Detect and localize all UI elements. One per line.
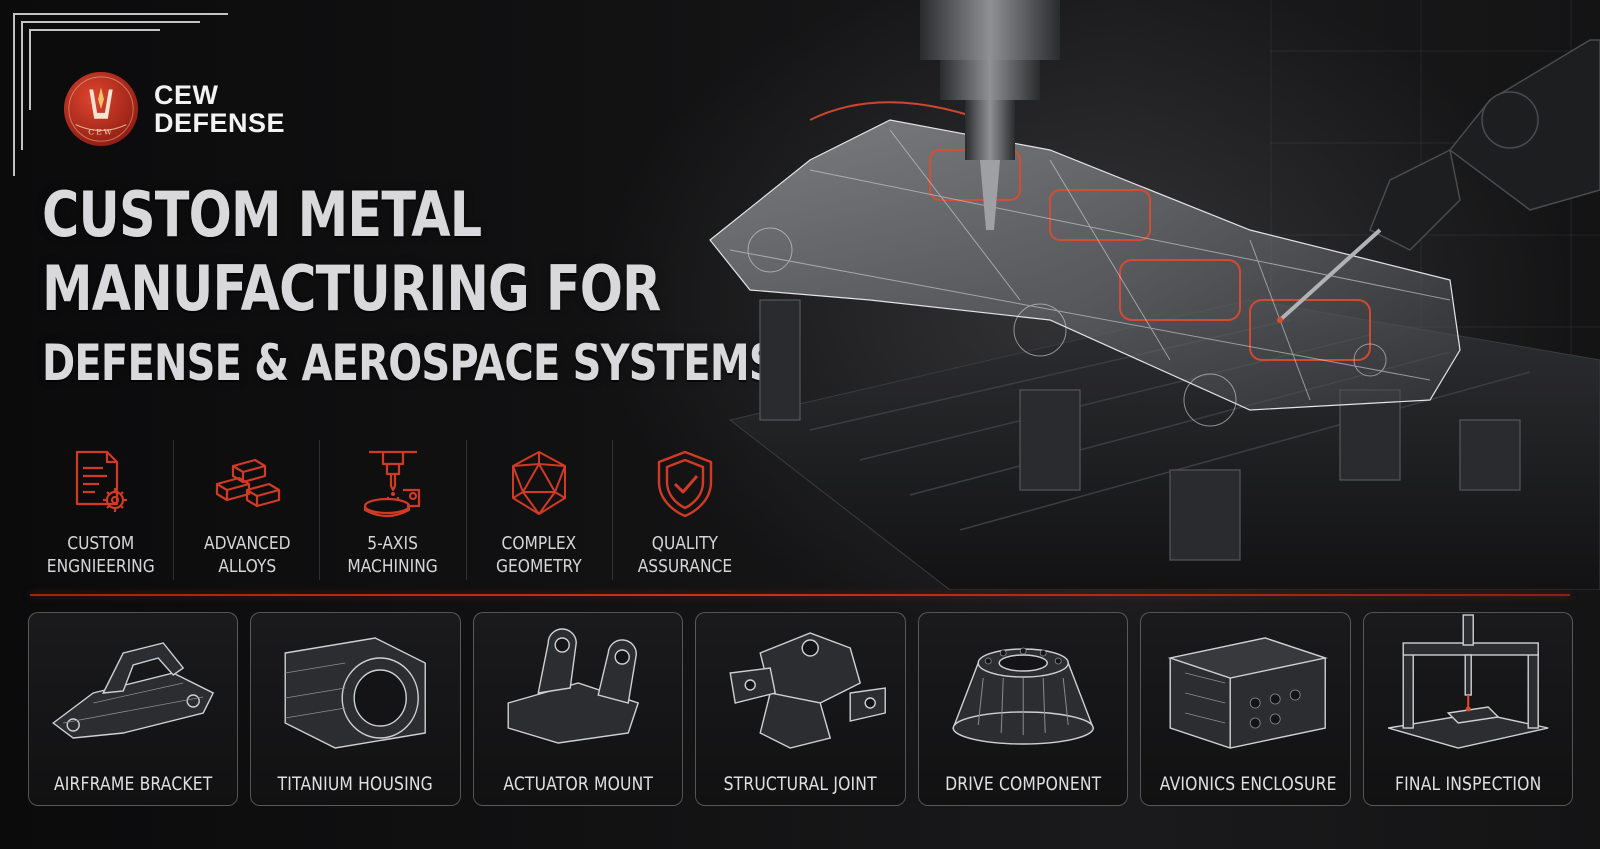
brand-logo[interactable]: CEW CEW DEFENSE — [62, 70, 285, 148]
product-label: FINAL INSPECTION — [1394, 773, 1541, 795]
section-divider — [30, 594, 1570, 596]
logo-lettering: CEW — [88, 127, 114, 136]
feature-advanced-alloys[interactable]: ADVANCED ALLOYS — [174, 440, 321, 580]
product-card-drive-component[interactable]: DRIVE COMPONENT — [917, 612, 1129, 806]
feature-label: QUALITY ASSURANCE — [638, 533, 733, 577]
product-card-structural-joint[interactable]: STRUCTURAL JOINT — [695, 612, 906, 806]
shield-check-icon — [658, 450, 713, 518]
milling-spindle-icon — [363, 450, 421, 518]
product-label: STRUCTURAL JOINT — [723, 773, 878, 795]
capabilities-row: CUSTOM ENGNIEERING ADVANCED ALLOYS — [28, 440, 758, 580]
feature-quality-assurance[interactable]: QUALITY ASSURANCE — [613, 440, 758, 580]
product-card-titanium-housing[interactable]: TITANIUM HOUSING — [250, 612, 461, 806]
product-label: ACTUATOR MOUNT — [503, 773, 653, 795]
product-card-final-inspection[interactable]: FINAL INSPECTION — [1362, 612, 1573, 806]
product-label: TITANIUM HOUSING — [277, 773, 434, 795]
product-gallery: AIRFRAME BRACKET TITANIUM HOUSING — [28, 612, 1573, 806]
drive-component-icon — [951, 647, 1094, 745]
structural-joint-icon — [729, 632, 887, 749]
feature-complex-geometry[interactable]: COMPLEX GEOMETRY — [467, 440, 613, 580]
product-label: AVIONICS ENCLOSURE — [1159, 773, 1337, 795]
polyhedron-icon — [512, 451, 567, 515]
inspection-machine-icon — [1387, 614, 1548, 749]
page-title: CUSTOM METAL MANUFACTURING FOR DEFENSE &… — [42, 178, 778, 400]
brand-name: CEW DEFENSE — [154, 79, 286, 138]
brand-name-line2: DEFENSE — [154, 108, 286, 138]
feature-label: ADVANCED ALLOYS — [203, 533, 291, 577]
actuator-mount-icon — [507, 628, 639, 744]
headline-line2: MANUFACTURING FOR — [42, 252, 661, 325]
machined-frame-cnc-illustration — [709, 0, 1600, 590]
feature-custom-engineering[interactable]: CUSTOM ENGNIEERING — [28, 440, 175, 580]
product-label: AIRFRAME BRACKET — [53, 773, 213, 795]
headline-line3: DEFENSE & AEROSPACE SYSTEMS — [42, 334, 778, 392]
feature-label: CUSTOM ENGNIEERING — [46, 533, 155, 577]
product-card-avionics-enclosure[interactable]: AVIONICS ENCLOSURE — [1140, 612, 1351, 806]
product-label: DRIVE COMPONENT — [944, 773, 1102, 795]
product-card-airframe-bracket[interactable]: AIRFRAME BRACKET — [28, 612, 239, 806]
feature-5-axis-machining[interactable]: 5-AXIS MACHINING — [320, 440, 467, 580]
cew-emblem-icon: CEW — [63, 71, 139, 147]
product-card-actuator-mount[interactable]: ACTUATOR MOUNT — [472, 612, 684, 806]
feature-label: COMPLEX GEOMETRY — [496, 533, 583, 577]
titanium-housing-icon — [284, 637, 427, 749]
alloy-ingots-icon — [215, 458, 280, 508]
headline-line1: CUSTOM METAL — [42, 178, 482, 251]
avionics-enclosure-icon — [1167, 637, 1328, 749]
feature-label: 5-AXIS MACHINING — [347, 533, 439, 577]
brand-name-line1: CEW — [154, 79, 219, 110]
airframe-bracket-icon — [52, 642, 215, 739]
engineering-document-gear-icon — [75, 450, 127, 512]
